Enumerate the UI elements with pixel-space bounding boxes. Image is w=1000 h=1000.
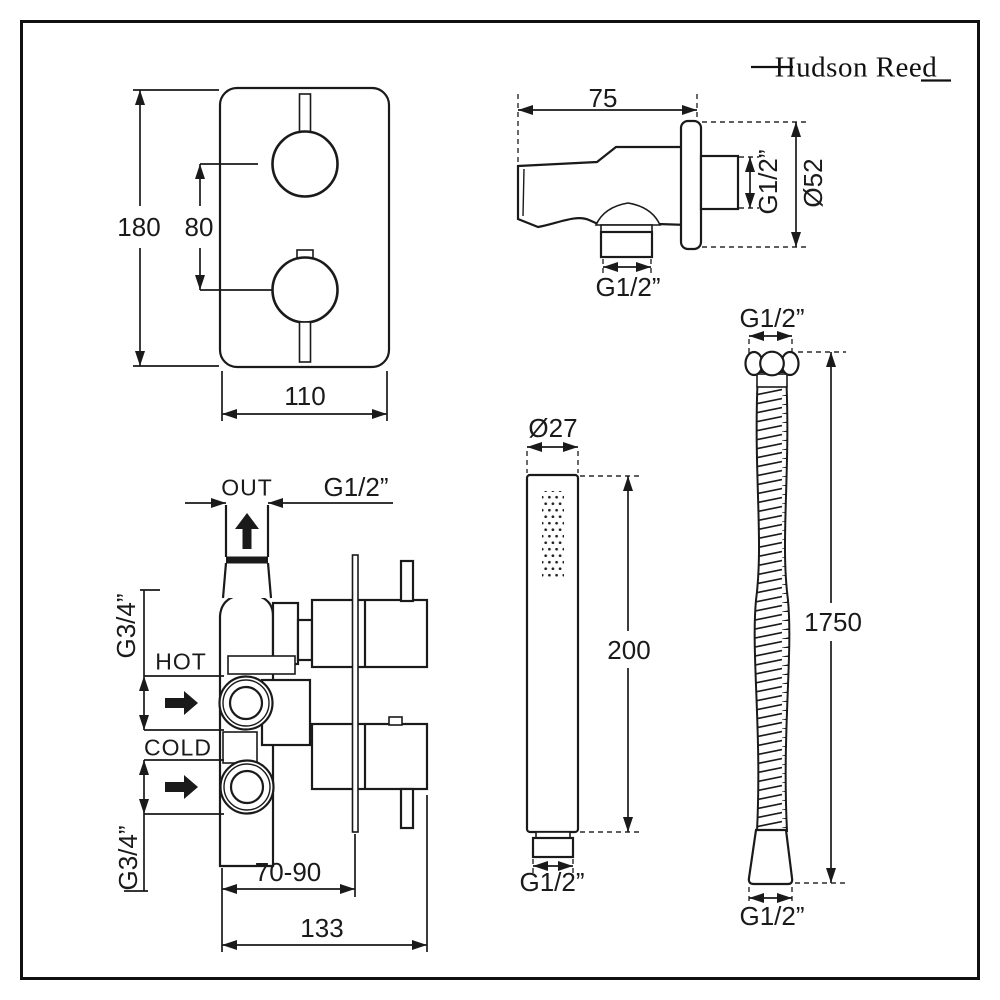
hose-cone-end <box>747 828 794 886</box>
dim-label-valve-depth-range: 70-90 <box>254 857 322 887</box>
wall-outlet-dimension-lines <box>602 121 806 275</box>
label-outlet-bottom-thread: G1/2” <box>595 272 661 302</box>
top-cartridge-spindle <box>399 559 415 603</box>
dim-label-flange-diameter: Ø52 <box>798 158 828 208</box>
outlet-dome <box>594 202 662 226</box>
bottom-knob <box>271 256 339 324</box>
valve-body-drawing <box>124 498 429 952</box>
faceplate-panel <box>218 86 391 369</box>
label-bottom-inlet-thread: G3/4” <box>113 825 143 891</box>
dim-label-outlet-depth: 75 <box>588 83 618 113</box>
label-hose-bottom-thread: G1/2” <box>739 901 805 931</box>
valve-dimension-lines <box>124 589 428 952</box>
wall-thread <box>699 154 740 211</box>
logo-flourish-lines <box>751 65 951 82</box>
valve-collar <box>271 601 300 666</box>
top-cartridge <box>310 598 429 669</box>
label-top-inlet-thread: G3/4” <box>111 593 141 659</box>
dim-label-hose-length: 1750 <box>804 607 862 637</box>
hose-drawing <box>744 331 846 904</box>
bottom-cartridge <box>310 722 429 791</box>
flow-up-arrow <box>235 513 259 549</box>
brand-logo: Hudson Reed <box>774 51 938 84</box>
shower-hose <box>753 371 791 832</box>
dim-label-valve-width: 133 <box>300 913 344 943</box>
page-border <box>20 20 980 980</box>
spray-holes <box>542 491 564 578</box>
label-wall-thread: G1/2” <box>753 149 783 215</box>
top-knob <box>271 130 339 198</box>
label-hose-top-thread: G1/2” <box>739 303 805 333</box>
faceplate-drawing <box>133 86 391 421</box>
label-valve-outlet-thread: G1/2” <box>323 472 389 502</box>
dim-label-handset-diameter: Ø27 <box>528 413 578 443</box>
bottom-cartridge-nub <box>388 716 403 726</box>
wall-flange <box>679 119 703 251</box>
label-cold: COLD <box>144 734 212 761</box>
holder-cup-rim <box>522 168 525 217</box>
hot-flow-arrow <box>165 691 198 715</box>
label-hot: HOT <box>155 648 207 675</box>
outlet-bottom-thread <box>599 230 654 259</box>
valve-ledge <box>227 655 296 675</box>
dim-label-faceplate-height: 180 <box>117 212 161 242</box>
cold-flow-arrow <box>165 775 198 799</box>
mounting-plate <box>351 554 359 833</box>
faceplate-dimension-lines <box>133 89 388 421</box>
inter-port-block <box>222 731 258 764</box>
outlet-pipe-band <box>226 556 268 564</box>
bottom-cartridge-spindle <box>399 787 415 830</box>
valve-neck <box>296 618 314 662</box>
label-handset-thread: G1/2” <box>519 867 585 897</box>
hose-nut-center <box>759 350 785 377</box>
top-knob-stem <box>298 93 312 134</box>
wall-outlet-drawing <box>516 94 806 275</box>
dim-label-handset-length: 200 <box>607 635 651 665</box>
handset-thread <box>531 836 575 859</box>
dim-label-knob-spacing: 80 <box>184 212 214 242</box>
label-out: OUT <box>221 474 273 501</box>
bottom-knob-stem <box>298 321 312 363</box>
hose-dimension-lines <box>748 351 846 904</box>
dim-label-faceplate-width: 110 <box>284 381 326 411</box>
handset-drawing <box>525 442 641 873</box>
